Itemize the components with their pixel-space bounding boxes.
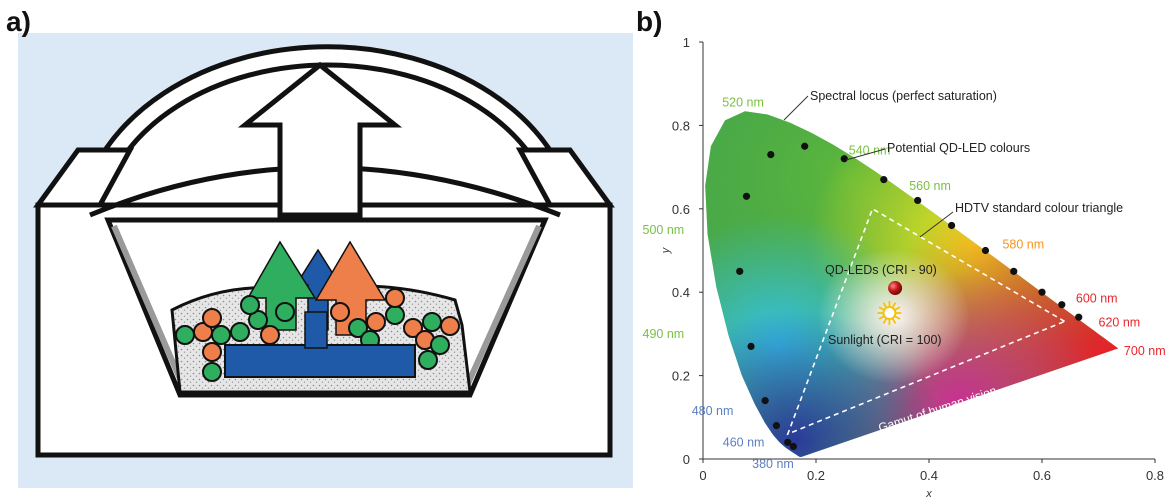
x-tick-label: 0.4: [920, 468, 938, 483]
led-chip: [224, 344, 416, 378]
y-tick-label: 0.4: [672, 285, 690, 300]
chip-bond: [304, 311, 328, 349]
panel-a-led-schematic: a): [6, 6, 633, 488]
y-tick-label: 1: [683, 35, 690, 50]
qd-led-white-point: [888, 281, 903, 296]
wavelength-label: 560 nm: [909, 179, 951, 193]
wavelength-label: 580 nm: [1002, 237, 1044, 251]
qd-led-colour-point: [761, 397, 769, 405]
chart-axes: 0 0.2 0.4 0.6 0.8 0 0.2 0.4 0.6 0.8 1 x y: [660, 35, 1164, 500]
qd-led-colour-point: [880, 176, 888, 184]
y-tick-label: 0.2: [672, 369, 690, 384]
wavelength-label: 540 nm: [849, 144, 891, 158]
qd-led-colour-point: [840, 155, 848, 163]
qd-led-colour-point: [1058, 301, 1066, 309]
wavelength-label: 620 nm: [1099, 315, 1141, 329]
qd-leds-annotation: QD-LEDs (CRI - 90): [825, 263, 937, 277]
panel-b-label: b): [636, 6, 663, 37]
qd-led-colour-point: [1075, 313, 1083, 321]
sun-core: [882, 306, 897, 321]
wavelength-label: 600 nm: [1076, 292, 1118, 306]
panel-a-label: a): [6, 6, 31, 37]
sun-ray: [878, 306, 885, 311]
hdtv-triangle-annotation: HDTV standard colour triangle: [955, 201, 1123, 215]
x-tick-label: 0.8: [1146, 468, 1164, 483]
qd-led-colour-point: [948, 221, 956, 230]
wavelength-label: 480 nm: [692, 404, 734, 418]
potential-colours-annotation: Potential QD-LED colours: [887, 141, 1030, 155]
y-tick-label: 0: [683, 452, 690, 467]
sunlight-icon: [877, 301, 902, 326]
wavelength-label: 500 nm: [643, 223, 685, 237]
qd-led-colour-point: [1010, 267, 1018, 275]
qd-led-colour-point: [801, 142, 809, 150]
y-axis-label: y: [660, 246, 672, 254]
hdtv-triangle: [786, 207, 1067, 436]
y-tick-label: 0.6: [672, 202, 690, 217]
qd-led-colour-point: [767, 150, 775, 159]
wavelength-label: 520 nm: [722, 96, 764, 110]
qd-led-colour-point: [789, 442, 798, 451]
spectral-locus-annotation: Spectral locus (perfect saturation): [810, 89, 997, 103]
qd-led-colour-point: [784, 438, 792, 446]
x-tick-label: 0: [699, 468, 706, 483]
light-output-arrow: [237, 61, 403, 218]
sunlight-annotation: Sunlight (CRI = 100): [828, 333, 942, 347]
x-tick-label: 0.6: [1033, 468, 1051, 483]
wavelength-label: 700 nm: [1124, 344, 1166, 358]
x-tick-label: 0.2: [807, 468, 825, 483]
y-tick-label: 0.8: [672, 118, 690, 133]
sun-ray: [878, 315, 885, 320]
spectral_locus-leader: [783, 95, 809, 121]
sun-ray: [891, 317, 897, 324]
potential_colours-leader: [845, 148, 886, 161]
x-axis-label: x: [925, 488, 932, 499]
qd-led-colour-point: [736, 267, 744, 275]
hdtv_triangle-leader: [919, 211, 954, 238]
qd-led-colour-point: [747, 342, 755, 351]
sun-ray: [882, 317, 888, 324]
qd-led-colour-point: [914, 196, 922, 205]
qd-led-colour-point: [981, 246, 990, 255]
led-package-diagram: [18, 33, 633, 488]
qd-led-colour-point: [742, 192, 751, 200]
wavelength-label: 380 nm: [752, 457, 794, 471]
wavelength-label: 490 nm: [643, 327, 685, 341]
sun-ray: [894, 315, 901, 320]
sun-ray: [894, 306, 901, 311]
qd-led-colour-point: [1038, 288, 1046, 296]
wavelength-label: 460 nm: [723, 435, 765, 449]
qd-led-colour-point: [772, 422, 781, 430]
